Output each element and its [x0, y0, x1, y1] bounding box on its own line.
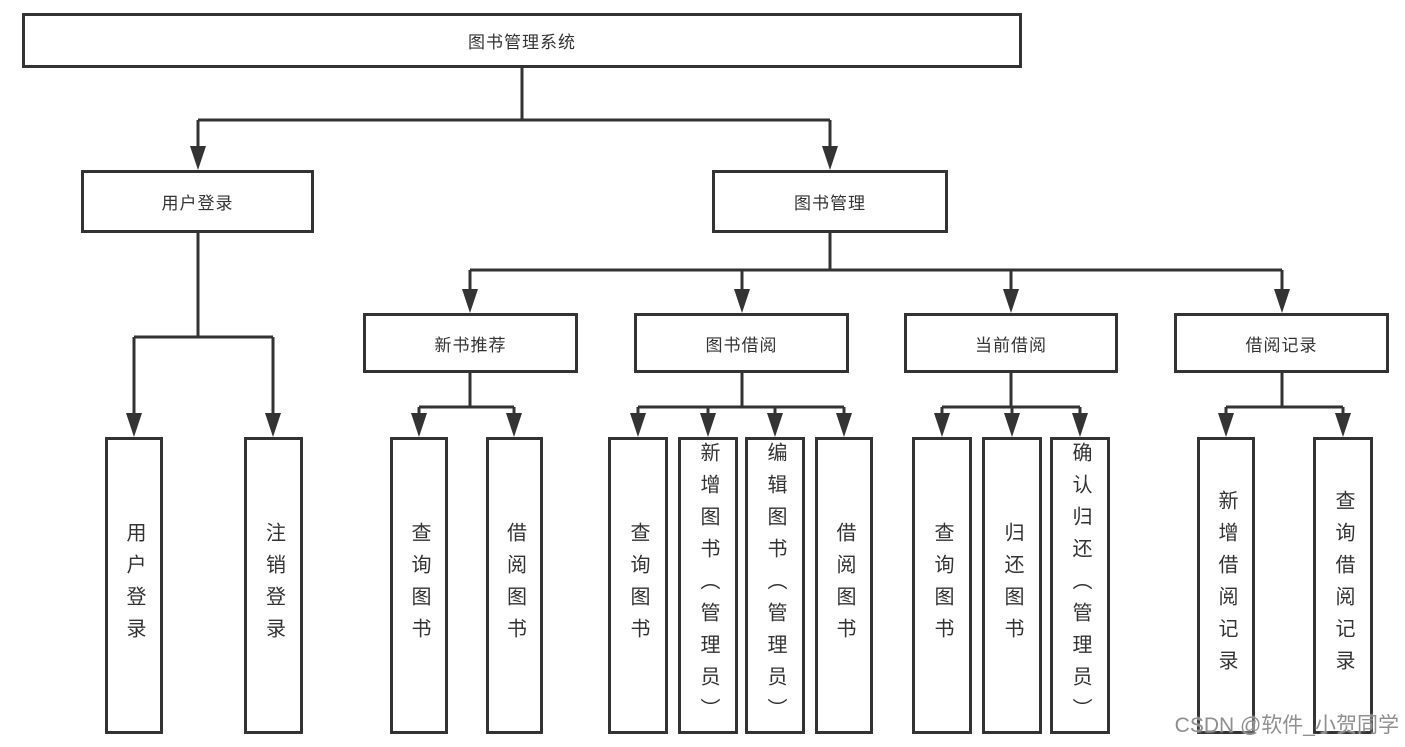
node-label: 归还图书	[1001, 521, 1023, 650]
node-label: 当前借阅	[975, 335, 1047, 355]
node-leaf-user-login: 用户登录	[105, 437, 163, 734]
node-leaf-logout: 注销登录	[244, 437, 303, 734]
node-label: 编辑图书（管理员）	[764, 441, 786, 730]
node-label: 新增借阅记录	[1215, 489, 1237, 682]
node-root-library-management-system: 图书管理系统	[22, 13, 1022, 68]
node-label: 图书管理	[794, 194, 866, 213]
node-label: 注销登录	[262, 521, 285, 650]
node-leaf-confirm-return-admin: 确认归还（管理员）	[1050, 437, 1110, 734]
node-leaf-add-books-admin: 新增图书（管理员）	[678, 437, 738, 734]
node-current-borrowing: 当前借阅	[904, 313, 1118, 373]
node-label: 图书管理系统	[468, 33, 576, 52]
node-leaf-query-books-current: 查询图书	[912, 437, 972, 734]
node-label: 借阅记录	[1245, 335, 1318, 355]
node-leaf-query-borrow-record: 查询借阅记录	[1313, 437, 1373, 734]
node-user-login: 用户登录	[81, 170, 314, 233]
node-borrowing-records: 借阅记录	[1174, 313, 1389, 373]
node-label: 查询借阅记录	[1332, 489, 1354, 682]
node-label: 新增图书（管理员）	[697, 441, 719, 730]
node-leaf-borrow-books: 借阅图书	[815, 437, 873, 734]
node-label: 确认归还（管理员）	[1069, 441, 1091, 730]
node-leaf-borrow-books-recommend: 借阅图书	[486, 437, 543, 734]
node-label: 用户登录	[123, 521, 145, 650]
node-label: 新书推荐	[434, 335, 507, 355]
node-label: 用户登录	[161, 194, 234, 213]
node-new-book-recommendation: 新书推荐	[363, 313, 578, 373]
node-label: 查询图书	[931, 521, 953, 650]
node-label: 图书借阅	[705, 335, 778, 355]
node-leaf-query-books-borrow: 查询图书	[608, 437, 668, 734]
node-label: 查询图书	[627, 521, 649, 650]
node-leaf-edit-books-admin: 编辑图书（管理员）	[745, 437, 805, 734]
node-leaf-return-books: 归还图书	[982, 437, 1042, 734]
node-leaf-add-borrow-record: 新增借阅记录	[1197, 437, 1255, 734]
node-leaf-query-books-recommend: 查询图书	[390, 437, 448, 734]
node-label: 查询图书	[408, 521, 430, 650]
node-book-borrowing: 图书借阅	[634, 313, 849, 373]
csdn-watermark: CSDN @软件_小贺同学	[1174, 714, 1399, 737]
node-label: 借阅图书	[833, 521, 855, 650]
node-label: 借阅图书	[503, 521, 526, 650]
node-book-management: 图书管理	[712, 170, 948, 233]
